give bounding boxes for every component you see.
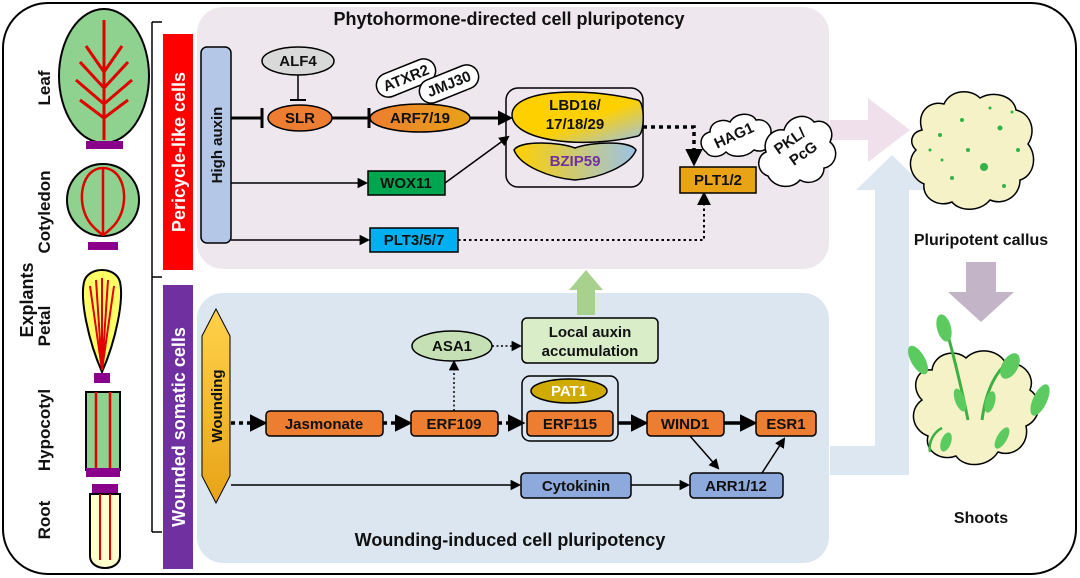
erf115-label: ERF115 bbox=[543, 416, 597, 433]
wounded-label: Wounded somatic cells bbox=[169, 327, 189, 527]
wounding-node bbox=[201, 307, 231, 505]
wind1-to-arr-arrow bbox=[689, 435, 720, 470]
local-auxin-node bbox=[521, 317, 659, 364]
lbd-node bbox=[511, 91, 644, 144]
arr-to-esr1-arrow bbox=[761, 437, 786, 474]
callus-label: Pluripotent callus bbox=[914, 232, 1048, 249]
cotyledon-explant bbox=[66, 163, 140, 250]
explant-leaf: Leaf bbox=[35, 70, 54, 105]
hag1-cloud bbox=[700, 113, 772, 158]
local-auxin-line1: Local auxin bbox=[549, 324, 632, 341]
arr-node bbox=[689, 472, 784, 499]
explant-cotyledon: Cotyledon bbox=[35, 170, 54, 253]
bzip-label: BZIP59 bbox=[550, 153, 601, 170]
wox11-to-lbd-arrow bbox=[444, 135, 510, 184]
explant-hypocotyl: Hypocotyl bbox=[35, 389, 54, 471]
pericycle-bar bbox=[163, 34, 193, 270]
slr-label: SLR bbox=[285, 110, 315, 127]
petal-explant bbox=[81, 269, 123, 383]
pkl-pcg-cloud bbox=[758, 115, 837, 188]
pat1-label: PAT1 bbox=[551, 383, 587, 400]
shoots-label: Shoots bbox=[954, 510, 1008, 527]
jasmonate-label: Jasmonate bbox=[285, 416, 363, 433]
top-panel bbox=[197, 7, 829, 269]
lbd-to-plt12-arrow bbox=[643, 125, 703, 167]
explants-label: Explants bbox=[17, 262, 37, 337]
esr1-label: ESR1 bbox=[766, 416, 805, 433]
shoots-illustration bbox=[907, 314, 1050, 466]
bottom-to-callus-arrow bbox=[830, 155, 928, 475]
top-to-callus-arrow bbox=[830, 98, 910, 162]
wounded-bar bbox=[163, 285, 193, 569]
asa1-label: ASA1 bbox=[432, 338, 472, 355]
arf-label: ARF7/19 bbox=[390, 110, 450, 127]
erf115-group-box bbox=[521, 375, 619, 442]
root-explant bbox=[89, 484, 121, 569]
esr1-node bbox=[755, 410, 817, 437]
lbd-label-line2: 17/18/29 bbox=[546, 116, 604, 133]
pericycle-label: Pericycle-like cells bbox=[169, 72, 189, 232]
erf109-label: ERF109 bbox=[426, 416, 481, 433]
bottom-title: Wounding-induced cell pluripotency bbox=[355, 530, 666, 550]
plt12-label: PLT1/2 bbox=[694, 172, 742, 189]
atxr2-node bbox=[375, 58, 437, 98]
top-title: Phytohormone-directed cell pluripotency bbox=[333, 9, 684, 29]
wounding-label: Wounding bbox=[209, 369, 226, 442]
high-auxin-label: High auxin bbox=[209, 107, 226, 184]
jmj30-node bbox=[418, 64, 480, 104]
high-auxin-box bbox=[200, 46, 232, 244]
wox11-node bbox=[367, 170, 446, 196]
plt12-node bbox=[679, 166, 757, 194]
local-auxin-line2: accumulation bbox=[542, 343, 639, 360]
leaf-explant bbox=[58, 8, 150, 149]
pat1-node bbox=[530, 378, 608, 404]
up-green-arrow bbox=[569, 270, 603, 315]
lbd-label-line1: LBD16/ bbox=[549, 97, 602, 114]
plt357-node bbox=[369, 227, 459, 253]
explant-root: Root bbox=[35, 500, 54, 539]
wind1-label: WIND1 bbox=[661, 416, 709, 433]
erf115-node bbox=[526, 410, 614, 437]
bzip-node bbox=[513, 142, 637, 181]
arr-label: ARR1/12 bbox=[705, 478, 767, 495]
callus-illustration bbox=[909, 91, 1035, 210]
hypocotyl-explant bbox=[85, 391, 121, 477]
alf4-label: ALF4 bbox=[279, 53, 317, 70]
cytokinin-label: Cytokinin bbox=[542, 478, 610, 495]
plt357-label: PLT3/5/7 bbox=[384, 232, 445, 249]
explant-petal: Petal bbox=[35, 306, 54, 347]
wox11-label: WOX11 bbox=[380, 175, 432, 192]
callus-to-shoots-arrow bbox=[948, 262, 1014, 322]
plt357-to-plt12-arrow bbox=[458, 191, 711, 241]
